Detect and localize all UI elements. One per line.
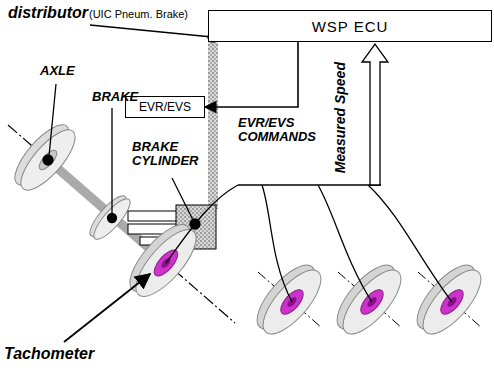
sensor-wires xyxy=(166,185,452,302)
part-label: BRAKE xyxy=(92,90,138,104)
part-label: distributor xyxy=(8,4,88,22)
wheel-set xyxy=(248,256,491,342)
command-connector xyxy=(205,42,298,107)
part-label: Tachometer xyxy=(4,345,94,363)
part-label: BRAKE CYLINDER xyxy=(132,140,198,169)
speed-arrow xyxy=(362,44,388,185)
part-label: AXLE xyxy=(40,64,75,78)
part-label: (UIC Pneum. Brake) xyxy=(89,8,188,20)
brake-pipe xyxy=(208,37,218,209)
box-label: WSP ECU xyxy=(312,18,389,35)
process-box: WSP ECU xyxy=(208,10,492,42)
part-label: Measured Speed xyxy=(333,62,348,173)
box-label: EVR/EVS xyxy=(139,100,191,114)
tachometer-wheel xyxy=(120,216,205,305)
part-label: EVR/EVS COMMANDS xyxy=(238,116,316,145)
axle-wheel xyxy=(7,117,84,198)
